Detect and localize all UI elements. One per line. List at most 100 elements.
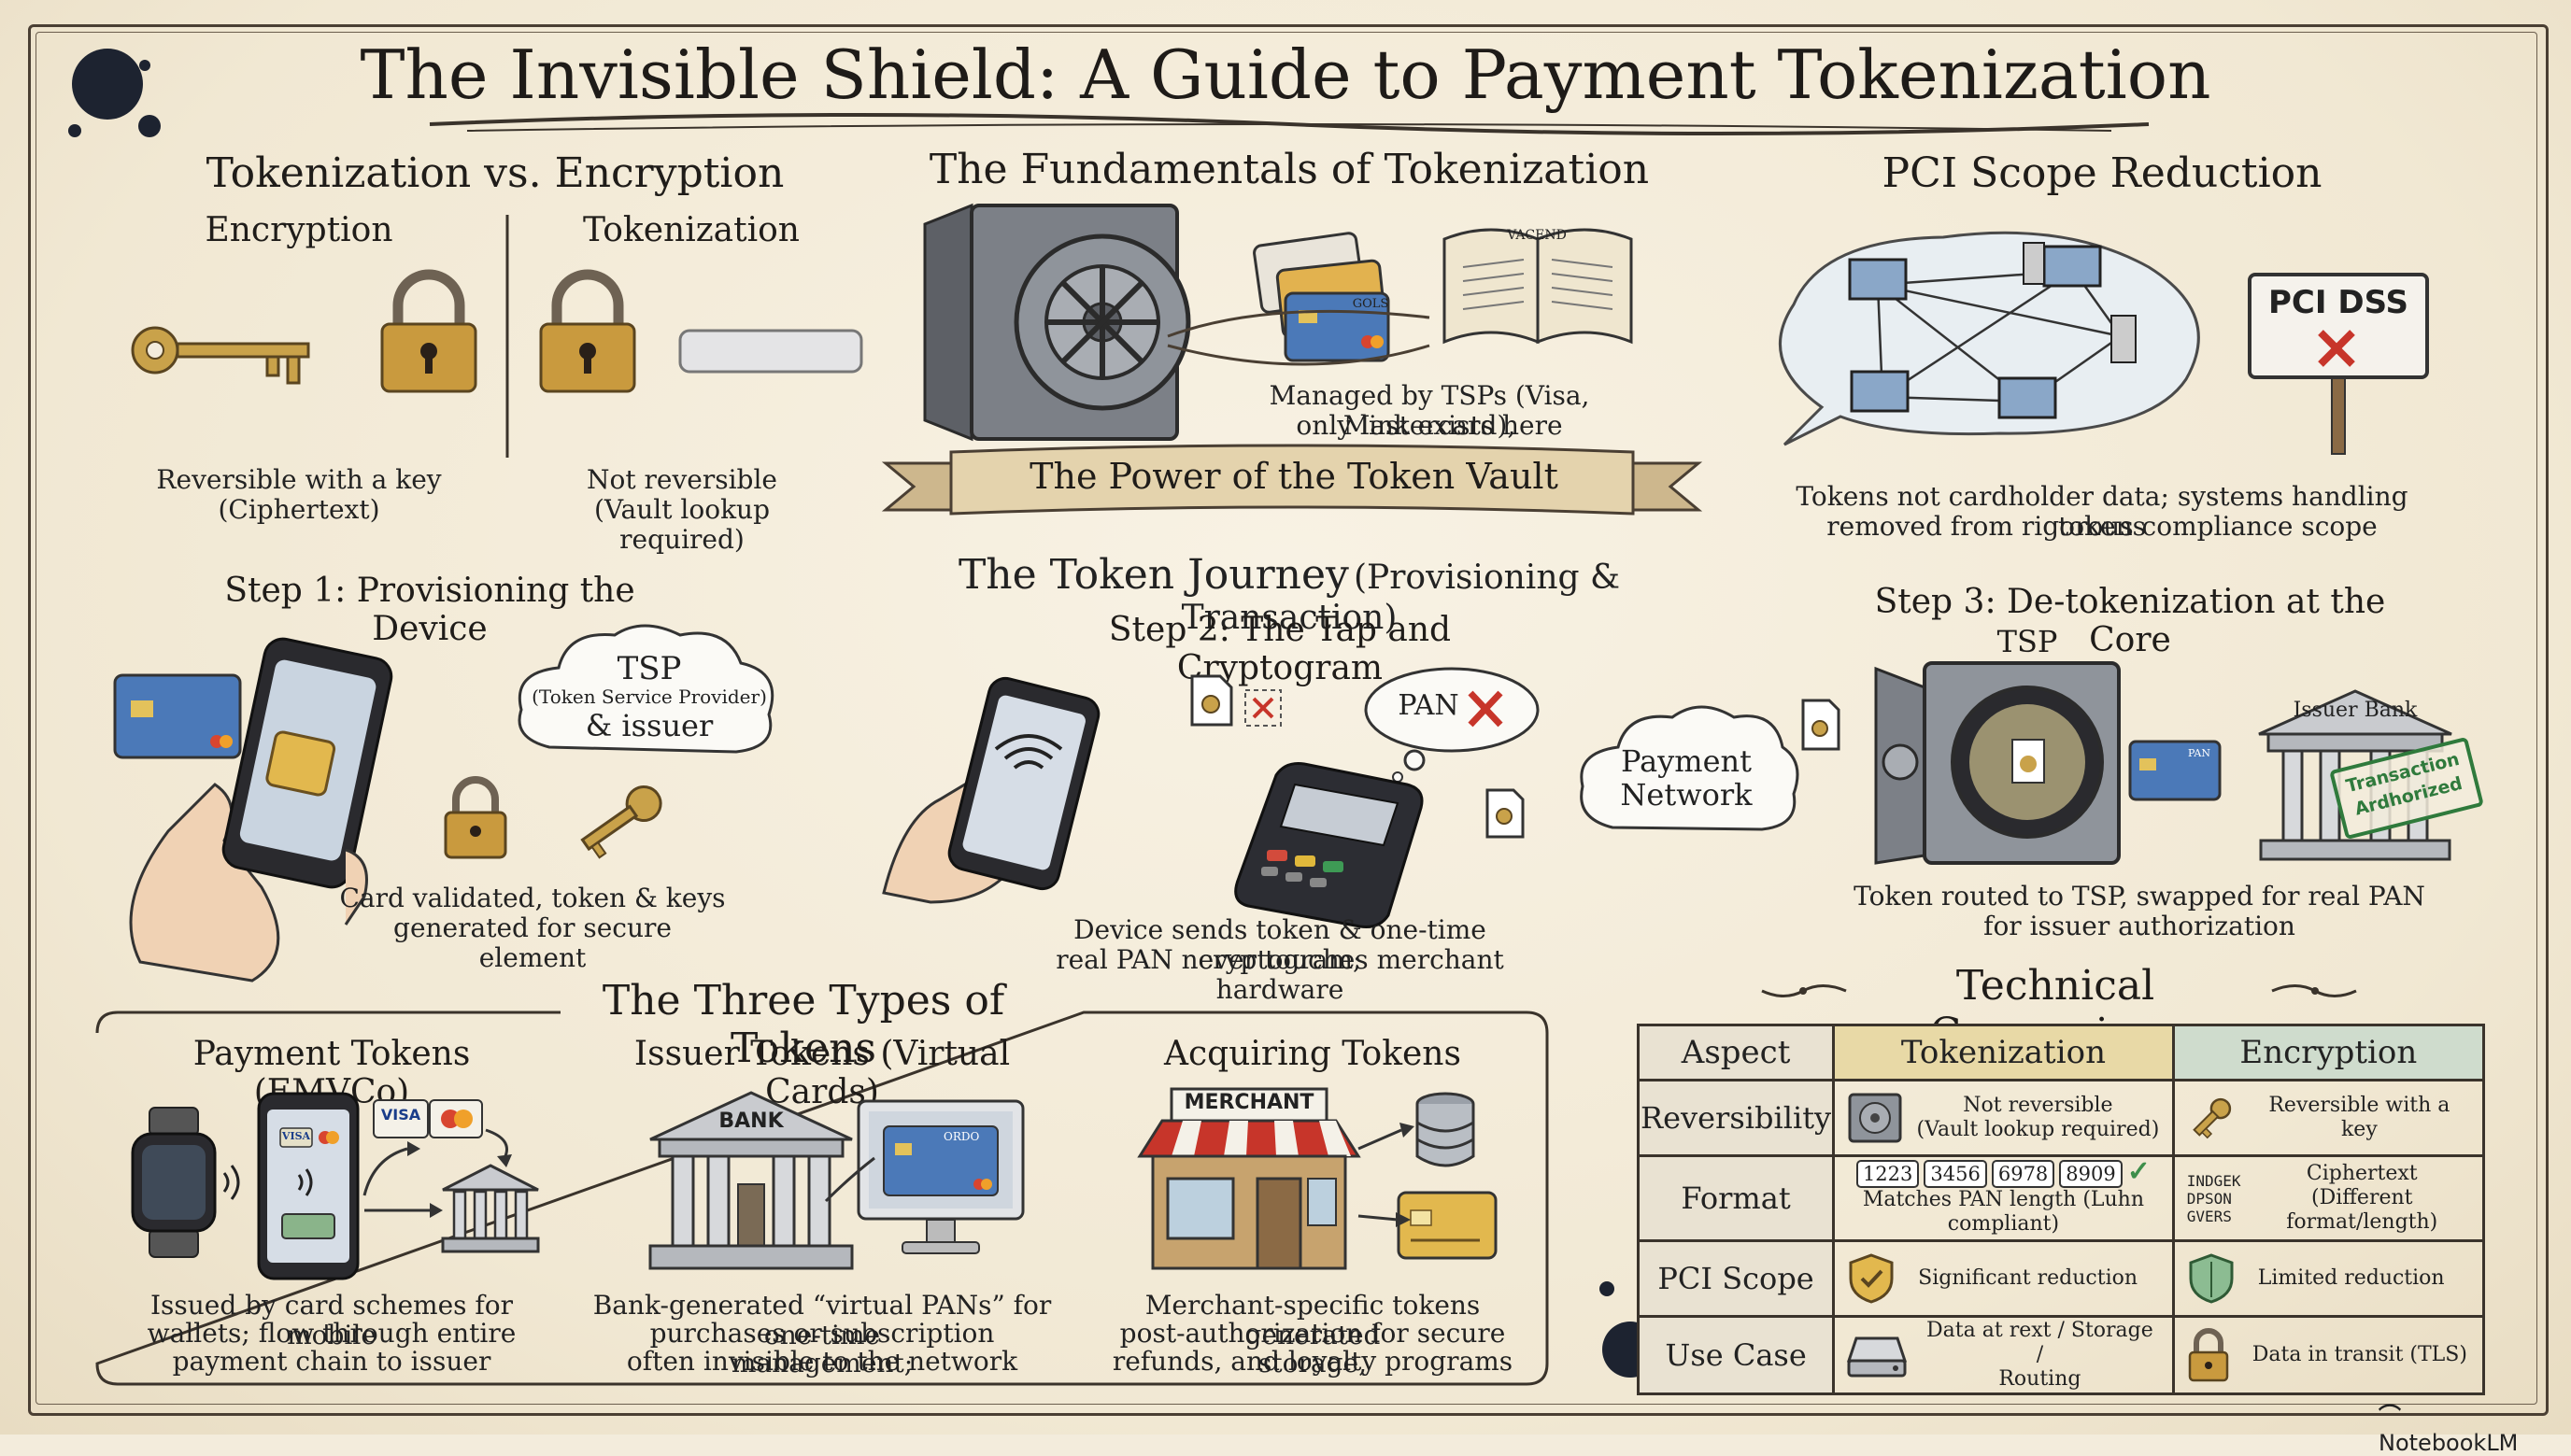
cipher-line: GVERS bbox=[2186, 1207, 2232, 1225]
store-arrows bbox=[1357, 1123, 1414, 1227]
issuer-bank-label: BANK bbox=[718, 1110, 784, 1133]
cell-line-1: Matches PAN length (Luhn compliant) bbox=[1862, 1188, 2145, 1236]
phone-chip-label: VISA bbox=[281, 1130, 311, 1142]
step3-bank-label: Issuer Bank bbox=[2293, 699, 2418, 722]
thought-bubble bbox=[1364, 667, 1540, 783]
issuer-caption-2: purchases or subscription management; bbox=[649, 1318, 995, 1378]
gold-shield-icon bbox=[1849, 1253, 1894, 1304]
title-underline-flourish bbox=[429, 113, 2150, 135]
cipher-line: DPSON bbox=[2186, 1189, 2232, 1208]
acquiring-caption-1: Merchant-specific tokens generated bbox=[1144, 1290, 1481, 1350]
cell-content: INDGEK DPSON GVERS Ciphertext (Different… bbox=[2176, 1162, 2481, 1235]
cloud-shape bbox=[518, 624, 774, 754]
open-vault-icon bbox=[1874, 661, 2121, 865]
pci-caption-2: removed from rigorous compliance scope bbox=[1826, 511, 2378, 542]
types-heading: The Three Types of Tokens bbox=[602, 977, 1005, 1072]
ribbon-text: The Power of the Token Vault bbox=[1030, 456, 1558, 497]
cipher-line: INDGEK bbox=[2186, 1171, 2241, 1190]
cell-line-1: Ciphertext bbox=[2306, 1162, 2418, 1185]
row-aspect: PCI Scope bbox=[1636, 1239, 1836, 1318]
cell-text: Not reversible (Vault lookup required) bbox=[1916, 1094, 2160, 1142]
row-aspect: Format bbox=[1636, 1154, 1836, 1242]
green-shield-icon bbox=[2189, 1253, 2234, 1304]
tok-caption-2: (Vault lookup required) bbox=[593, 494, 770, 555]
nfc-waves-icon bbox=[222, 1165, 240, 1200]
outer-frame bbox=[28, 24, 2549, 1416]
table-row: Reversibility Not reversible (Vault look… bbox=[1636, 1079, 2486, 1157]
row-aspect: Use Case bbox=[1636, 1315, 1836, 1395]
pci-sign-icon bbox=[2248, 273, 2429, 455]
ledger-book-icon bbox=[1442, 228, 1633, 345]
digit-group: 1223 bbox=[1855, 1160, 1920, 1188]
payment-caption-3: payment chain to issuer bbox=[172, 1346, 491, 1377]
inner-frame bbox=[36, 32, 2537, 1405]
padlock-icon bbox=[444, 776, 507, 859]
token-file-icon bbox=[1190, 674, 1233, 727]
database-icon bbox=[1415, 1092, 1475, 1167]
journey-heading-suffix: (Provisioning & Transaction) bbox=[1181, 558, 1621, 637]
issuer-caption-1: Bank-generated “virtual PANs” for one-ti… bbox=[592, 1290, 1052, 1350]
flow-arrows bbox=[362, 1128, 512, 1218]
vault-icon bbox=[1848, 1093, 1902, 1143]
hand-phone-icon bbox=[129, 637, 393, 982]
key-icon bbox=[580, 785, 662, 859]
cell-content: Significant reduction bbox=[1836, 1252, 2171, 1305]
table-header-row: Aspect Tokenization Encryption bbox=[1636, 1024, 2486, 1081]
payment-caption-1: Issued by card schemes for mobile bbox=[149, 1290, 514, 1350]
token-bar-icon bbox=[678, 329, 863, 374]
notebooklm-logo-icon: ⌒ bbox=[2379, 1403, 2401, 1429]
row-tokenization-cell: Not reversible (Vault lookup required) bbox=[1832, 1079, 2175, 1157]
watermark-text: NotebookLM bbox=[2379, 1430, 2519, 1456]
ink-splatter-top-left bbox=[68, 49, 161, 137]
journey-heading: The Token Journey bbox=[958, 551, 1349, 599]
step1-heading: Step 1: Provisioning the Device bbox=[224, 572, 635, 648]
cell-text: Limited reduction bbox=[2257, 1266, 2445, 1290]
types-panel-border bbox=[95, 1011, 1549, 1386]
row-aspect: Reversibility bbox=[1636, 1079, 1836, 1157]
card-stack-icon bbox=[1253, 232, 1390, 362]
key-icon bbox=[131, 326, 310, 385]
step3-heading: Step 3: De-tokenization at the Core bbox=[1874, 583, 2386, 659]
header-tokenization: Tokenization bbox=[1832, 1024, 2175, 1081]
digit-group: 3456 bbox=[1924, 1160, 1987, 1188]
ribbon-banner bbox=[881, 444, 1703, 516]
crossed-file-icon bbox=[1244, 689, 1282, 727]
pci-sign-text: PCI DSS bbox=[2267, 284, 2409, 321]
step1-cloud-3: & issuer bbox=[585, 708, 714, 743]
watermark: ⌒ NotebookLM bbox=[2379, 1397, 2547, 1456]
fundamentals-heading: The Fundamentals of Tokenization bbox=[929, 146, 1650, 193]
acquiring-heading: Acquiring Tokens bbox=[1164, 1035, 1461, 1073]
fundamentals-caption-2: only link exists here bbox=[1296, 410, 1563, 441]
step3-tsp-label: TSP bbox=[1996, 624, 2058, 659]
padlock-icon bbox=[2188, 1328, 2228, 1382]
table-row: Use Case Data at rext / Storage / Routin… bbox=[1636, 1315, 2486, 1395]
cell-line-1: Not reversible bbox=[1963, 1094, 2113, 1117]
bank-icon bbox=[441, 1164, 540, 1253]
row-encryption-cell: Data in transit (TLS) bbox=[2171, 1315, 2486, 1395]
gold-card-icon bbox=[1397, 1191, 1498, 1260]
link-lines bbox=[1167, 309, 1430, 366]
comparison-flourish-left bbox=[1761, 984, 1847, 997]
fundamentals-caption-1: Managed by TSPs (Visa, Mastercard), bbox=[1269, 380, 1590, 441]
smartwatch-icon bbox=[131, 1107, 217, 1258]
pci-caption-1: Tokens not cardholder data; systems hand… bbox=[1796, 481, 2408, 542]
book-label: VACEND bbox=[1507, 228, 1567, 243]
cell-text: Ciphertext (Different format/length) bbox=[2254, 1162, 2470, 1235]
acquiring-caption-2: post-authorization for secure storage, bbox=[1119, 1318, 1506, 1378]
step2-caption-1: Device sends token & one-time cryptogram… bbox=[1073, 914, 1486, 975]
step2-caption-2: real PAN never touches merchant hardware bbox=[1056, 944, 1504, 1005]
ciphertext-sample: INDGEK DPSON GVERS bbox=[2187, 1172, 2241, 1225]
payment-caption-2: wallets; flow through entire bbox=[147, 1318, 517, 1349]
pci-heading: PCI Scope Reduction bbox=[1882, 149, 2322, 197]
monitor-icon bbox=[857, 1099, 1025, 1254]
visa-label: VISA bbox=[380, 1106, 421, 1124]
row-encryption-cell: INDGEK DPSON GVERS Ciphertext (Different… bbox=[2171, 1154, 2486, 1242]
step3-card-label: PAN bbox=[2188, 747, 2210, 759]
row-tokenization-cell: Data at rext / Storage / Routing bbox=[1832, 1315, 2175, 1395]
step3-caption-1: Token routed to TSP, swapped for real PA… bbox=[1854, 881, 2425, 912]
cell-text: Significant reduction bbox=[1918, 1266, 2138, 1290]
